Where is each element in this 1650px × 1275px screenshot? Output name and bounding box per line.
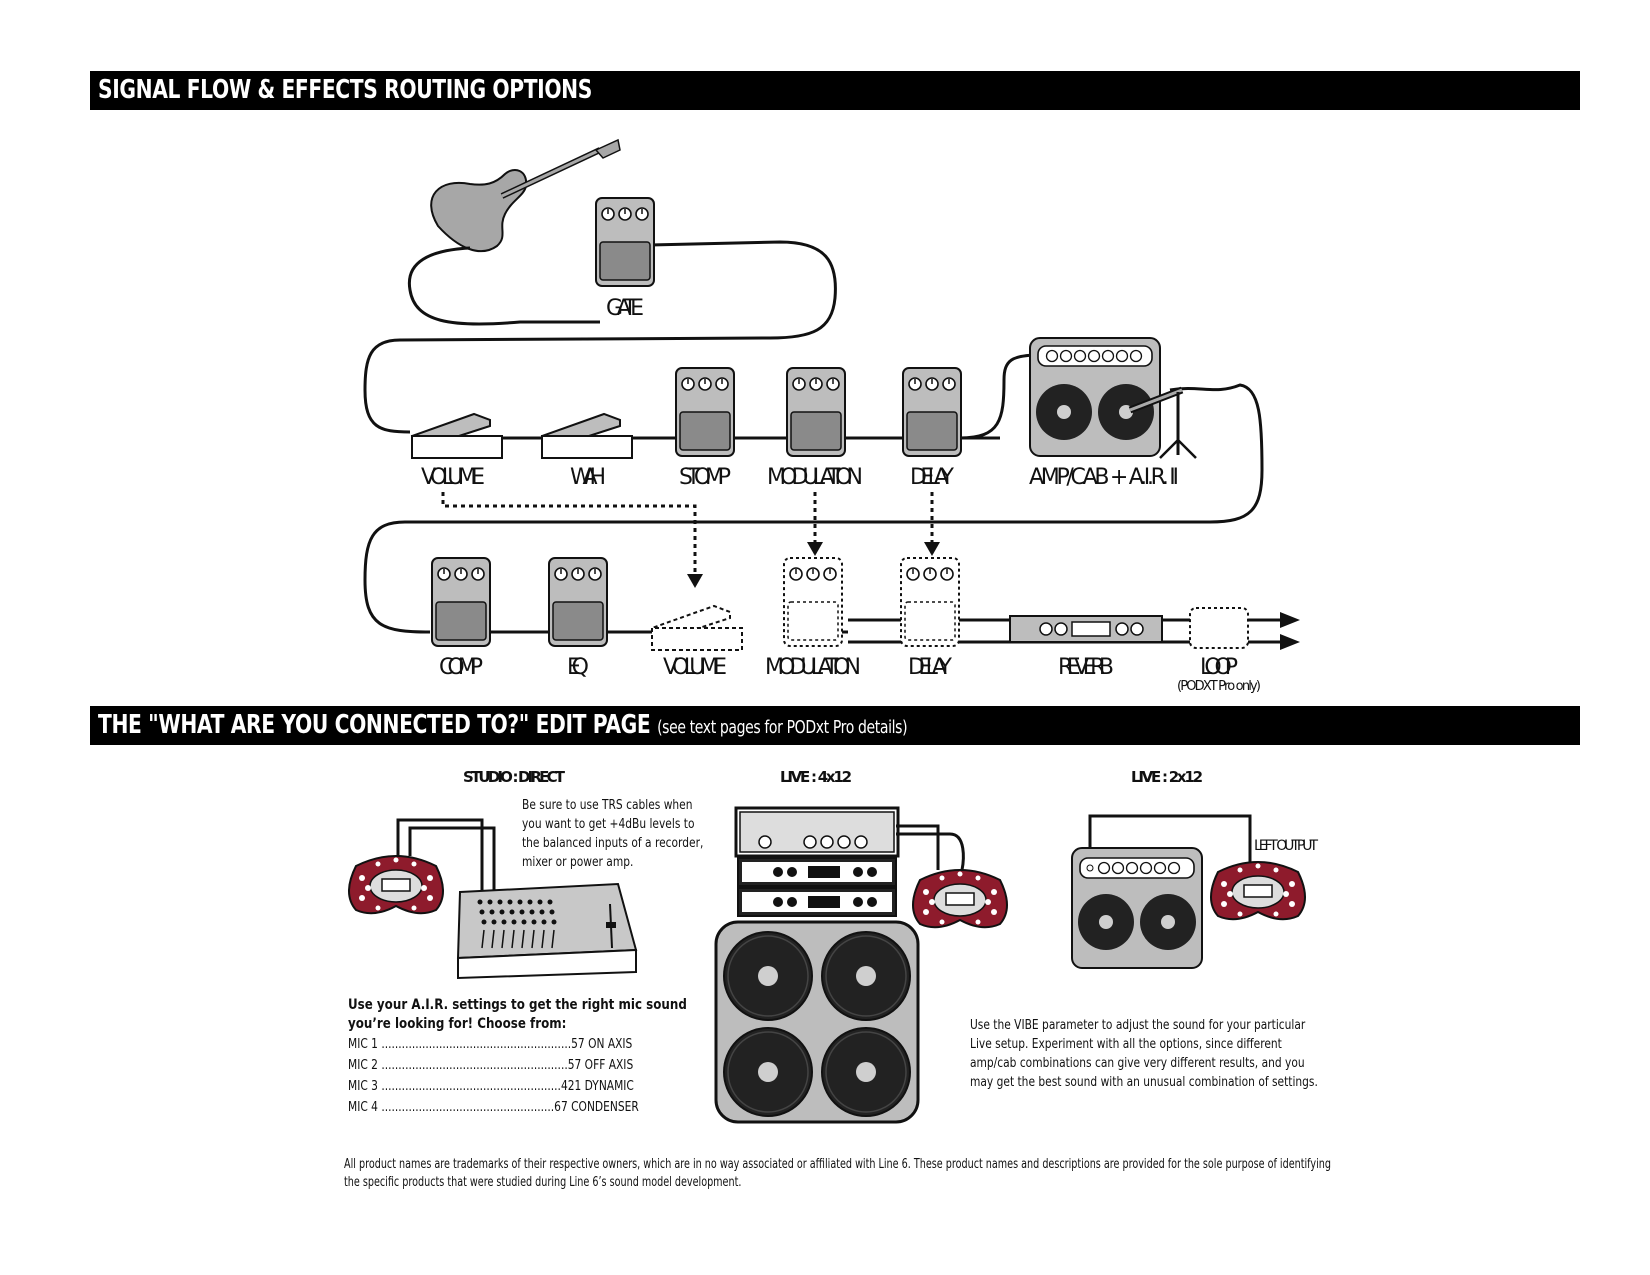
- mic-label: MIC 3: [348, 1079, 378, 1094]
- loop-box: [1189, 607, 1249, 649]
- gate-label: GATE: [606, 296, 644, 321]
- combo-amp-2x12: [1071, 847, 1203, 969]
- gate-pedal: [595, 197, 655, 287]
- volume-pedal: [411, 413, 503, 459]
- guitar-icon: [430, 138, 621, 253]
- modulation-label-2: MODULATION: [765, 655, 861, 680]
- studio-direct-title: STUDIO : DIRECT: [463, 768, 566, 786]
- eq-label: EQ: [567, 655, 589, 680]
- mixer-icon: [456, 882, 638, 980]
- mic-value: 57 OFF AXIS: [567, 1058, 634, 1073]
- amp-label: AMP/CAB + A.I.R. II: [1029, 465, 1179, 490]
- studio-note: Be sure to use TRS cables when you want …: [522, 796, 703, 872]
- modulation-label: MODULATION: [767, 465, 863, 490]
- pod-device-live-2x12: [1210, 861, 1306, 921]
- mic-heading-1: Use your A.I.R. settings to get the righ…: [348, 997, 687, 1013]
- vibe-note-line: amp/cab combinations can give very diffe…: [970, 1056, 1305, 1071]
- section-title-signal-flow: SIGNAL FLOW & EFFECTS ROUTING OPTIONS: [98, 75, 592, 105]
- eq-pedal: [548, 557, 608, 647]
- mic-leader: ........................................…: [381, 1058, 568, 1073]
- mic-label: MIC 4: [348, 1100, 378, 1115]
- mic-label: MIC 2: [348, 1058, 378, 1073]
- stomp-pedal: [675, 367, 735, 457]
- comp-pedal: [431, 557, 491, 647]
- wah-label: WAH: [570, 465, 606, 490]
- volume-pedal-optional: [651, 605, 743, 651]
- modulation-pedal-optional: [783, 557, 843, 647]
- studio-note-line: mixer or power amp.: [522, 855, 634, 870]
- studio-note-line: you want to get +4dBu levels to: [522, 817, 695, 832]
- comp-label: COMP: [439, 655, 483, 680]
- footer-line: All product names are trademarks of thei…: [344, 1157, 1331, 1172]
- reverb-unit: [1009, 615, 1163, 643]
- modulation-pedal: [786, 367, 846, 457]
- reverb-label: REVERB: [1058, 655, 1114, 680]
- live-4x12-title: LIVE : 4x12: [780, 768, 852, 786]
- amp-head-stack: [734, 806, 900, 917]
- trademark-footer: All product names are trademarks of thei…: [344, 1156, 1331, 1192]
- pod-device-live-4x12: [912, 869, 1008, 929]
- mic-leader: ........................................…: [381, 1037, 572, 1052]
- mic-row: MIC 1 ..................................…: [348, 1034, 687, 1055]
- loop-label: LOOP: [1200, 655, 1238, 680]
- mic-row: MIC 4 ..................................…: [348, 1097, 687, 1118]
- vibe-note-line: Use the VIBE parameter to adjust the sou…: [970, 1018, 1306, 1033]
- vibe-note-line: may get the best sound with an unusual c…: [970, 1075, 1318, 1090]
- live-2x12-title: LIVE : 2x12: [1131, 768, 1203, 786]
- volume-label-2: VOLUME: [663, 655, 727, 680]
- mic-row: MIC 3 ..................................…: [348, 1076, 687, 1097]
- volume-label: VOLUME: [421, 465, 485, 490]
- edit-page-subtitle: (see text pages for PODxt Pro details): [657, 717, 908, 738]
- studio-note-line: the balanced inputs of a recorder,: [522, 836, 704, 851]
- stomp-label: STOMP: [679, 465, 731, 490]
- mic-label: MIC 1: [348, 1037, 378, 1052]
- delay-label: DELAY: [910, 465, 955, 490]
- mic-list: Use your A.I.R. settings to get the righ…: [348, 996, 687, 1118]
- mic-leader: ........................................…: [381, 1100, 555, 1115]
- mic-value: 421 DYNAMIC: [560, 1079, 634, 1094]
- loop-note: (PODXT Pro only): [1177, 679, 1261, 694]
- wah-pedal: [541, 413, 633, 459]
- mic-heading-2: you’re looking for! Choose from:: [348, 1016, 567, 1032]
- mic-value: 57 ON AXIS: [571, 1037, 633, 1052]
- delay-pedal: [902, 367, 962, 457]
- section-title-edit-page: THE "WHAT ARE YOU CONNECTED TO?" EDIT PA…: [98, 710, 908, 740]
- mic-row: MIC 2 ..................................…: [348, 1055, 687, 1076]
- microphone-icon: [1128, 386, 1197, 459]
- vibe-note: Use the VIBE parameter to adjust the sou…: [970, 1016, 1318, 1092]
- footer-line: the specific products that were studied …: [344, 1175, 742, 1190]
- amp-cab-icon: [1029, 337, 1161, 457]
- section-banner-edit-page: THE "WHAT ARE YOU CONNECTED TO?" EDIT PA…: [90, 706, 1580, 745]
- mic-leader: ........................................…: [381, 1079, 561, 1094]
- studio-note-line: Be sure to use TRS cables when: [522, 798, 693, 813]
- section-banner-signal-flow: SIGNAL FLOW & EFFECTS ROUTING OPTIONS: [90, 71, 1580, 110]
- mic-value: 67 CONDENSER: [554, 1100, 639, 1115]
- pod-device-studio: [348, 855, 444, 915]
- delay-label-2: DELAY: [908, 655, 953, 680]
- cabinet-4x12: [714, 920, 920, 1124]
- delay-pedal-optional: [900, 557, 960, 647]
- left-output-label: LEFT OUTPUT: [1254, 838, 1318, 854]
- vibe-note-line: Live setup. Experiment with all the opti…: [970, 1037, 1282, 1052]
- edit-page-title: THE "WHAT ARE YOU CONNECTED TO?" EDIT PA…: [98, 710, 651, 740]
